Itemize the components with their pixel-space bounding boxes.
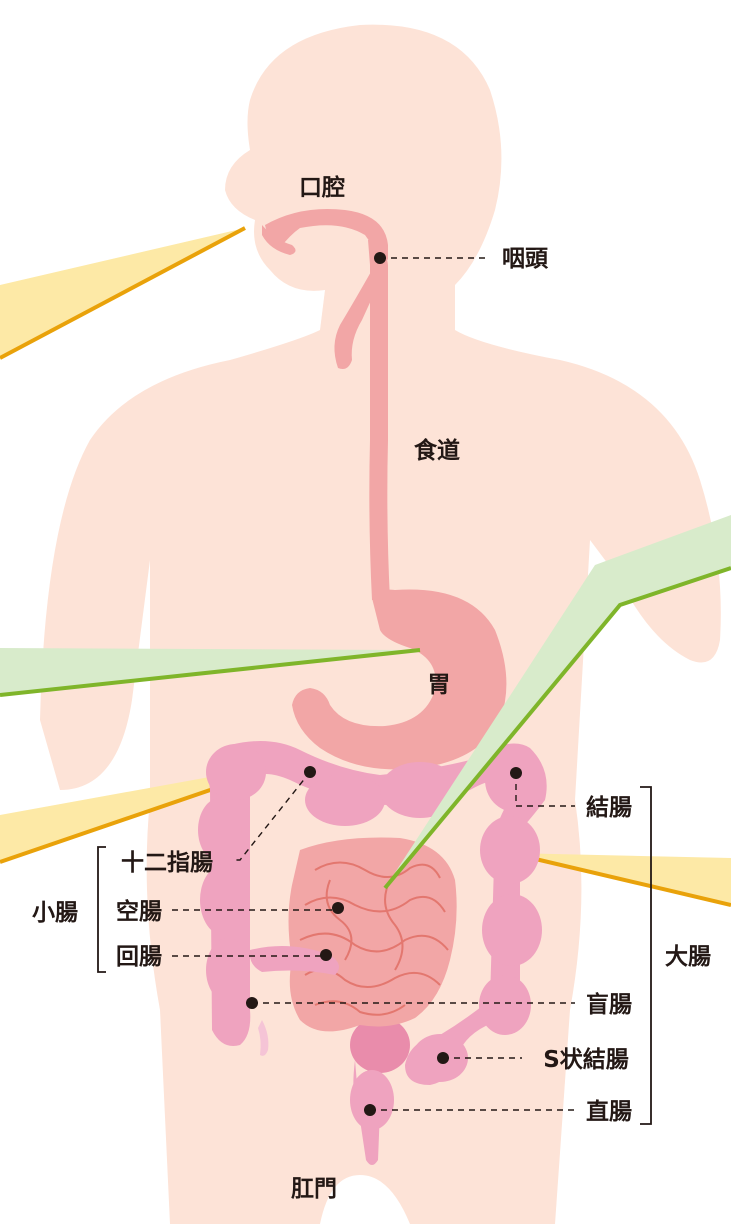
- label-cecum: 盲腸: [586, 991, 632, 1018]
- label-sigmoid-colon: S状結腸: [543, 1046, 629, 1073]
- small-intestine-bracket: [98, 847, 106, 972]
- label-stomach: 胃: [428, 672, 451, 698]
- label-anus: 肛門: [291, 1176, 337, 1202]
- label-esophagus: 食道: [414, 437, 460, 464]
- label-ileum: 回腸: [116, 944, 162, 970]
- label-rectum: 直腸: [586, 1098, 632, 1125]
- label-oral-cavity: 口腔: [299, 174, 345, 201]
- label-pharynx: 咽頭: [502, 246, 549, 272]
- large-intestine-bracket: [640, 787, 651, 1124]
- label-small-intestine: 小腸: [32, 900, 78, 926]
- label-large-intestine: 大腸: [665, 944, 711, 970]
- label-jejunum: 空腸: [116, 898, 162, 925]
- label-duodenum: 十二指腸: [121, 850, 213, 876]
- label-colon: 結腸: [586, 794, 632, 821]
